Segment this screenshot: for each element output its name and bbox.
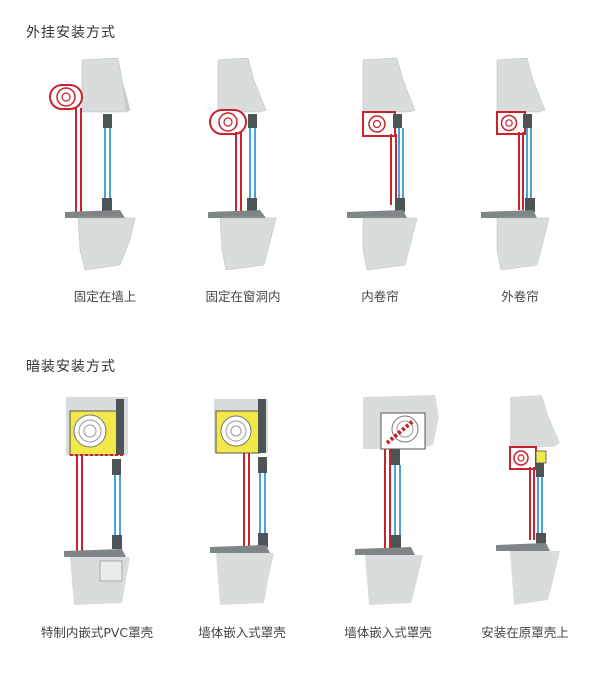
diagram-on-existing-box [450, 385, 600, 685]
caption-custom-pvc-box: 特制内嵌式PVC罩壳 [40, 625, 154, 640]
diagram-wall-embedded-box-b [315, 385, 465, 685]
caption-wall-mounted: 固定在墙上 [73, 289, 137, 304]
section-title-concealed-mount: 暗装安装方式 [26, 359, 116, 375]
caption-wall-embedded-box-b: 墙体嵌入式罩壳 [344, 625, 432, 640]
diagram-outer-roller [445, 50, 595, 350]
caption-in-window-recess: 固定在窗洞内 [205, 289, 281, 304]
diagram-in-window-recess [168, 50, 318, 350]
caption-inner-roller: 内卷帘 [361, 289, 399, 304]
caption-on-existing-box: 安装在原罩壳上 [481, 625, 569, 640]
diagram-inner-roller [305, 50, 455, 350]
caption-wall-embedded-box-a: 墙体嵌入式罩壳 [198, 625, 286, 640]
diagram-custom-pvc-box [30, 385, 180, 685]
section-title-surface-mount: 外挂安装方式 [26, 25, 116, 41]
caption-outer-roller: 外卷帘 [501, 289, 539, 304]
diagram-wall-embedded-box-a [170, 385, 320, 685]
diagram-wall-mounted [30, 50, 180, 350]
